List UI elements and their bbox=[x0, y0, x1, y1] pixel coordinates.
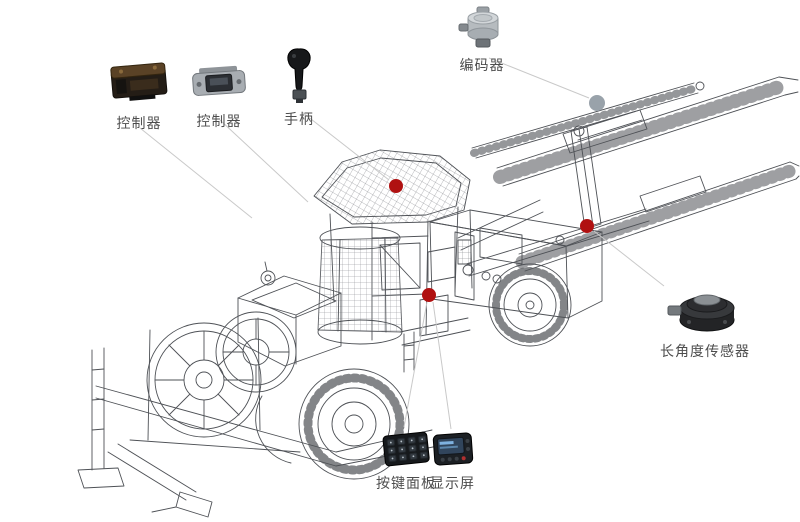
joystick-handle-image bbox=[287, 48, 311, 103]
component-label-controller-a: 控制器 bbox=[116, 115, 162, 131]
rear-wheel-graphic bbox=[488, 263, 572, 347]
cab-graphic bbox=[313, 149, 471, 373]
display-screen-image bbox=[432, 432, 473, 466]
upper-boom-graphic bbox=[470, 76, 799, 187]
component-label-controller-b: 控制器 bbox=[196, 113, 242, 129]
component-controller-a: 控制器 bbox=[106, 56, 172, 133]
component-encoder: 编码器 bbox=[458, 6, 506, 75]
component-joystick-handle: 手柄 bbox=[282, 46, 316, 129]
lower-boom-graphic bbox=[457, 161, 800, 277]
component-display-screen: 显示屏 bbox=[430, 430, 475, 493]
long-angle-sensor-image bbox=[667, 294, 735, 332]
encoder-image bbox=[458, 6, 499, 48]
front-outrigger-graphic bbox=[77, 347, 213, 518]
controller-module-a-image bbox=[110, 62, 168, 101]
component-long-angle-sensor: 长角度传感器 bbox=[660, 278, 750, 361]
controller-module-b-image bbox=[192, 65, 246, 96]
engine-deck-graphic bbox=[237, 261, 342, 367]
component-label-encoder: 编码器 bbox=[459, 57, 505, 73]
keypad-panel-image bbox=[382, 431, 430, 467]
front-wheel-graphic bbox=[255, 368, 410, 480]
component-keypad-panel: 按键面板 bbox=[376, 428, 436, 493]
cable-reel-graphic bbox=[129, 311, 301, 453]
component-label-keypad: 按键面板 bbox=[376, 475, 436, 491]
component-controller-b: 控制器 bbox=[190, 60, 248, 131]
boom-mast-graphic bbox=[570, 125, 602, 230]
component-label-display: 显示屏 bbox=[430, 475, 475, 491]
component-label-angle-sensor: 长角度传感器 bbox=[660, 343, 750, 359]
component-label-handle: 手柄 bbox=[284, 111, 314, 127]
